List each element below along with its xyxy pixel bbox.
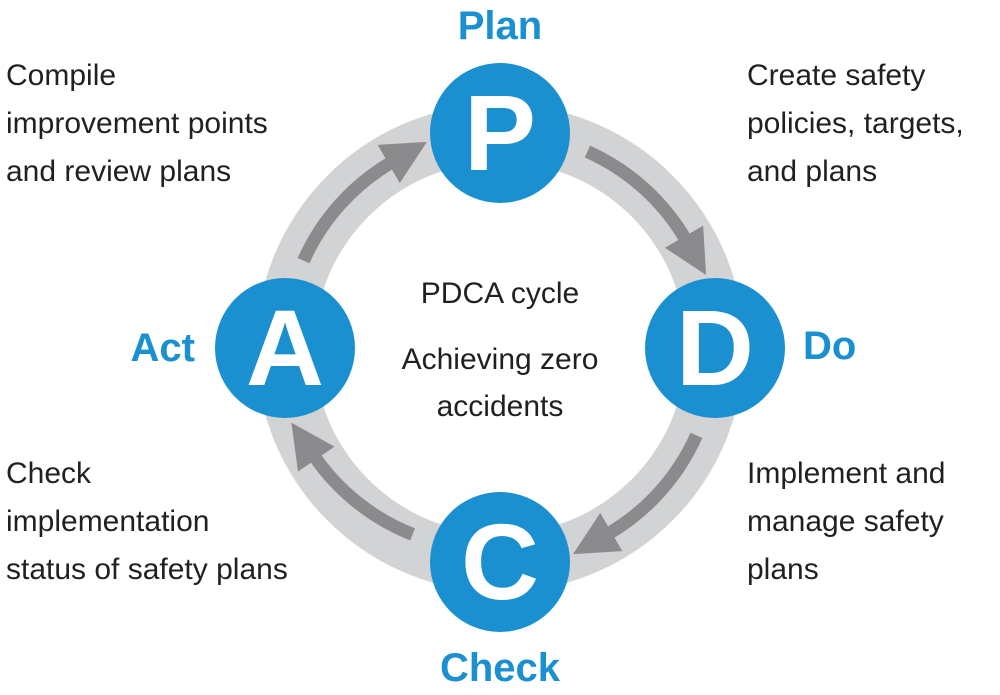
arrow-do-to-check-icon xyxy=(573,432,703,555)
act-node-letter: A xyxy=(246,287,324,408)
act-label: Act xyxy=(130,326,195,370)
check-label: Check xyxy=(439,646,561,690)
check-node-letter: C xyxy=(461,501,539,622)
arrow-plan-to-do-icon xyxy=(584,145,707,275)
do-label: Do xyxy=(803,324,857,368)
check-description: Check implementation status of safety pl… xyxy=(6,457,288,586)
plan-description: Create safety policies, targets, and pla… xyxy=(747,59,964,188)
act-node-circle: A xyxy=(215,278,355,418)
arrow-check-to-act-icon xyxy=(291,422,416,541)
check-node-circle: C xyxy=(430,492,570,632)
plan-label: Plan xyxy=(457,4,543,48)
cycle-title: PDCA cycle xyxy=(420,277,580,310)
arrow-act-to-plan-icon xyxy=(297,141,427,264)
act-description: Compile improvement points and review pl… xyxy=(6,59,268,188)
do-node-circle: D xyxy=(645,278,785,418)
cycle-subtitle: Achieving zero accidents xyxy=(401,343,599,423)
do-node-letter: D xyxy=(676,287,754,408)
do-description: Implement and manage safety plans xyxy=(747,457,946,586)
plan-node-letter: P xyxy=(463,72,537,193)
plan-node-circle: P xyxy=(430,63,570,203)
